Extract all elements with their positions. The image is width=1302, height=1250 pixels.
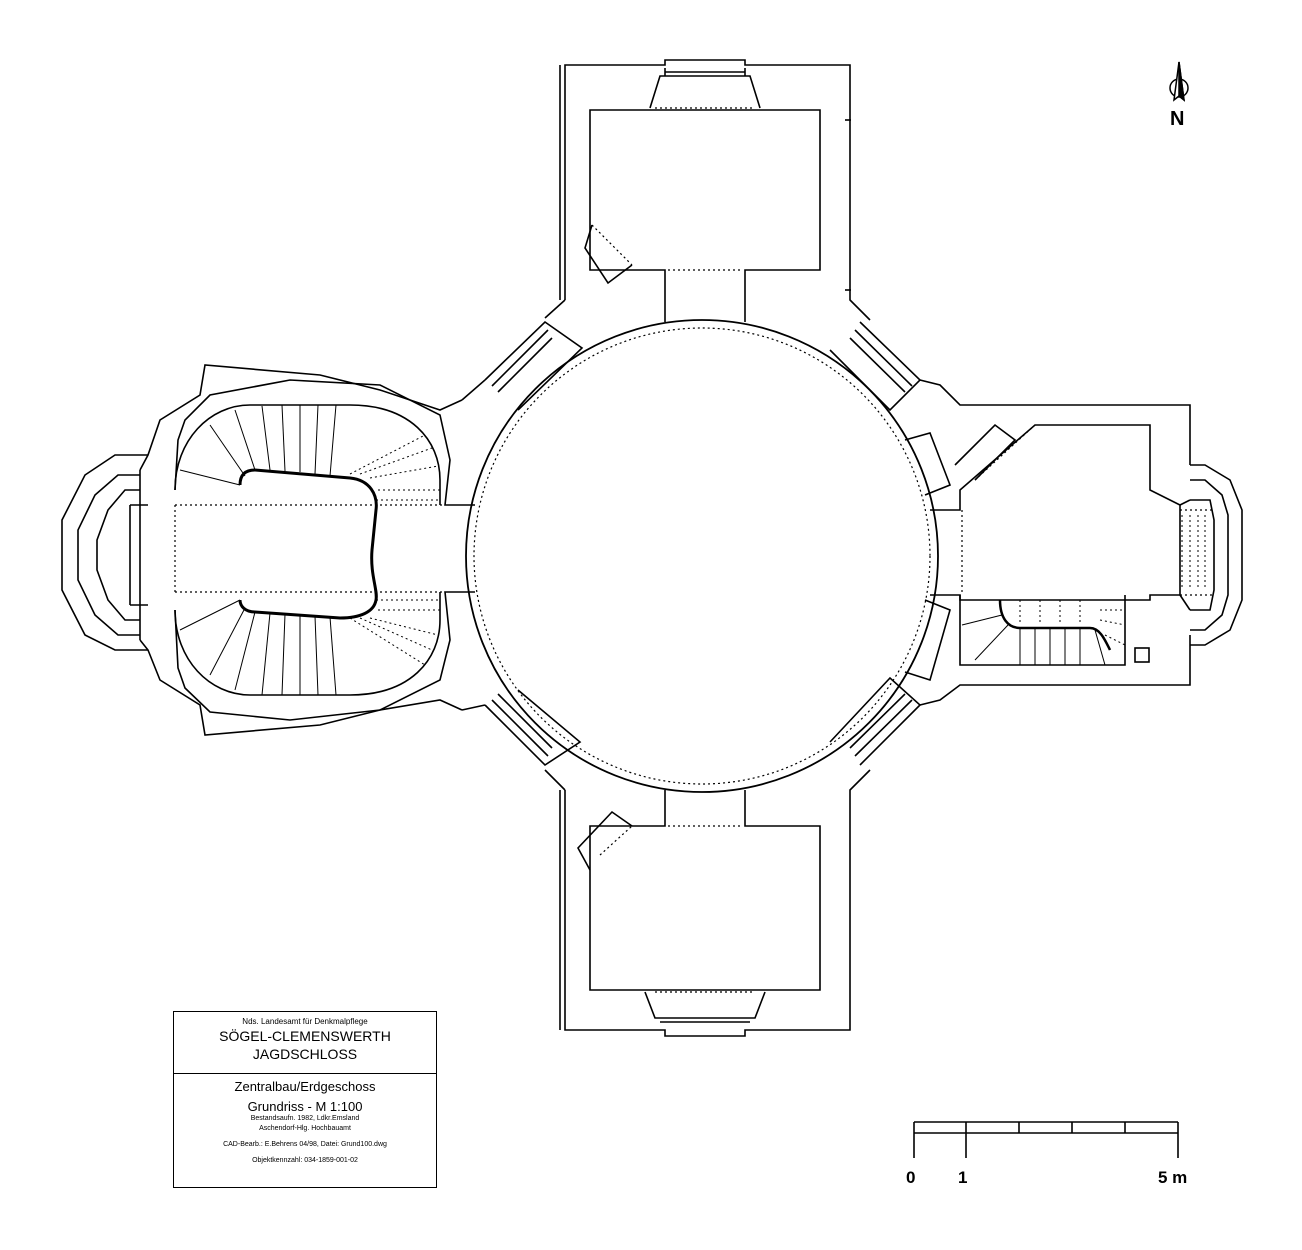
west-stair-wing — [61, 364, 475, 736]
place-line-2: JAGDSCHLOSS — [252, 1046, 358, 1062]
diagonal-niches — [461, 320, 1191, 767]
scale-label-one: 1 — [958, 1168, 968, 1187]
scale-label-five: 5 m — [1158, 1168, 1188, 1187]
scale-label-zero: 0 — [906, 1168, 916, 1187]
survey-line-1: Bestandsaufn. 1982, Ldkr.Emsland — [250, 1115, 360, 1122]
title-block: Nds. Landesamt für Denkmalpflege SÖGEL-C… — [173, 1011, 437, 1188]
office-name: Nds. Landesamt für Denkmalpflege — [242, 1017, 368, 1026]
central-rotunda — [465, 319, 939, 793]
south-wing — [544, 769, 871, 1037]
survey-line-2: Aschendorf-Hlg. Hochbauamt — [259, 1125, 351, 1132]
north-wing — [544, 59, 871, 322]
drawing-line-2: Grundriss - M 1:100 — [247, 1099, 363, 1114]
north-arrow-icon — [1169, 61, 1189, 102]
east-wing — [904, 423, 1243, 682]
object-number: Objektkennzahl: 034-1859-001-02 — [252, 1157, 358, 1164]
scale-bar — [913, 1121, 1179, 1158]
title-block-header: Nds. Landesamt für Denkmalpflege SÖGEL-C… — [174, 1012, 436, 1074]
drawing-line-1: Zentralbau/Erdgeschoss — [234, 1079, 376, 1094]
cad-credit: CAD-Bearb.: E.Behrens 04/98, Datei: Grun… — [223, 1141, 387, 1148]
north-label: N — [1170, 108, 1185, 130]
place-line-1: SÖGEL-CLEMENSWERTH — [219, 1028, 391, 1044]
